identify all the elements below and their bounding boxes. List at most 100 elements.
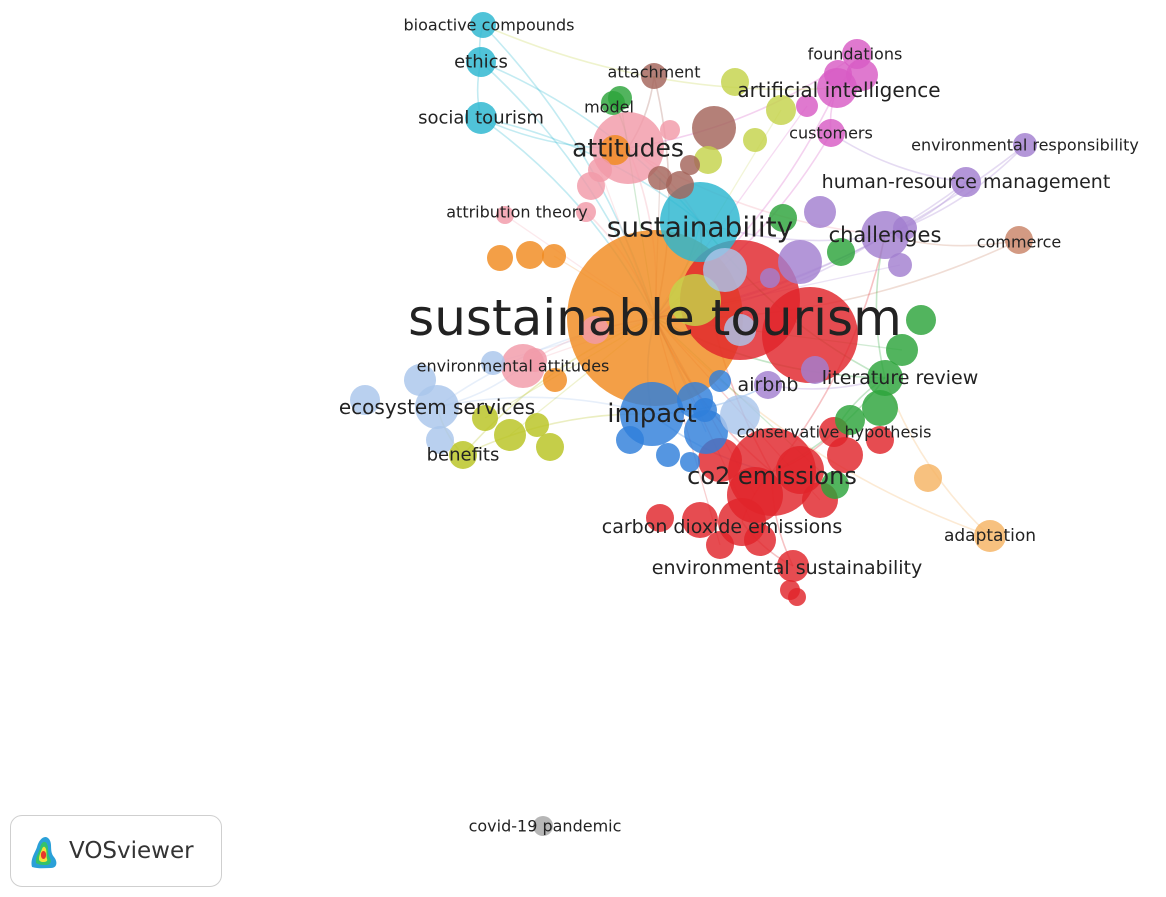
node-cluster-lightblue[interactable] [720,395,760,435]
node-cluster-lime[interactable] [743,128,767,152]
node-cluster-red[interactable] [744,524,776,556]
node-cluster-lime[interactable] [694,146,722,174]
node-cluster-lavender[interactable] [804,196,836,228]
node-cluster-brown[interactable] [666,171,694,199]
node-cluster-orange[interactable] [516,241,544,269]
label-artificial-intelligence: artificial intelligence [737,78,940,102]
label-ecosystem-services: ecosystem services [339,395,535,419]
node-cluster-blue[interactable] [680,452,700,472]
node-cluster-brown[interactable] [680,155,700,175]
node-cluster-lavender[interactable] [801,356,829,384]
node-cluster-blue[interactable] [693,398,717,422]
label-human-resource-management: human-resource management [822,171,1111,193]
node-bioactive-compounds[interactable] [470,12,496,38]
node-cluster-lightblue[interactable] [703,248,747,292]
node-cluster-green[interactable] [906,305,936,335]
node-cluster-green[interactable] [608,86,632,110]
node-cluster-orange[interactable] [600,135,630,165]
node-cluster-lightblue[interactable] [404,364,436,396]
node-environmental-sustainability[interactable] [777,550,809,582]
node-cluster-yellowgreen[interactable] [525,413,549,437]
node-cluster-lightblue[interactable] [724,314,756,346]
node-cluster-lightblue[interactable] [481,351,505,375]
vosviewer-logo: VOSviewer [10,815,222,887]
node-airbnb[interactable] [754,371,782,399]
label-foundations: foundations [808,45,903,64]
node-sustainability[interactable] [660,182,740,262]
node-cluster-orange[interactable] [487,245,513,271]
node-cluster-pink[interactable] [496,206,514,224]
node-cluster-red[interactable] [762,287,858,383]
node-cluster-lavender[interactable] [760,268,780,288]
node-cluster-green[interactable] [886,334,918,366]
node-cluster-blue[interactable] [656,443,680,467]
label-sustainability: sustainability [607,211,793,244]
node-cluster-yellowgreen[interactable] [472,405,498,431]
vosviewer-logo-text: VOSviewer [69,838,194,864]
node-cluster-lavender[interactable] [888,253,912,277]
node-attachment[interactable] [641,63,667,89]
node-cluster-green[interactable] [821,471,849,499]
node-cluster-magenta[interactable] [824,60,852,88]
node-cluster-red[interactable] [788,588,806,606]
node-ecosystem-services[interactable] [415,385,459,429]
node-cluster-green[interactable] [862,390,898,426]
node-cluster-brown[interactable] [692,106,736,150]
node-cluster-yellowgreen[interactable] [494,419,526,451]
label-covid-19-pandemic: covid-19 pandemic [469,817,622,836]
node-cluster-brown[interactable] [648,166,672,190]
node-foundations[interactable] [842,39,872,69]
node-cluster-green[interactable] [835,405,865,435]
node-cluster-pink[interactable] [660,120,680,140]
link-customers-human-resource-management [830,132,967,183]
node-cluster-red[interactable] [682,502,718,538]
node-cluster-green[interactable] [769,204,797,232]
label-attachment: attachment [608,63,701,82]
node-cluster-pink[interactable] [581,316,609,344]
node-cluster-blue[interactable] [684,410,728,454]
node-cluster-lime[interactable] [721,68,749,96]
node-cluster-lavender[interactable] [893,216,917,240]
node-cluster-peach[interactable] [914,464,942,492]
label-social-tourism: social tourism [418,108,544,129]
node-ethics[interactable] [466,47,496,77]
node-commerce[interactable] [1005,226,1033,254]
node-cluster-magenta[interactable] [796,95,818,117]
node-cluster-orange[interactable] [542,244,566,268]
node-adaptation[interactable] [974,520,1006,552]
node-environmental-responsibility[interactable] [1013,133,1037,157]
node-cluster-red[interactable] [646,504,674,532]
node-cluster-lime[interactable] [669,274,721,326]
node-cluster-pink[interactable] [523,348,547,372]
label-environmental-sustainability: environmental sustainability [652,557,922,579]
node-cluster-lime[interactable] [766,95,796,125]
label-environmental-attitudes: environmental attitudes [417,357,610,376]
label-environmental-responsibility: environmental responsibility [911,136,1139,155]
label-impact: impact [607,399,696,429]
node-attribution-theory[interactable] [576,202,596,222]
node-cluster-lightblue[interactable] [426,426,454,454]
node-cluster-lightblue[interactable] [350,385,380,415]
node-cluster-red[interactable] [866,426,894,454]
label-carbon-dioxide-emissions: carbon dioxide emissions [602,516,842,538]
label-customers: customers [789,124,873,143]
node-cluster-red[interactable] [776,446,824,494]
node-cluster-orange[interactable] [543,368,567,392]
node-customers[interactable] [817,119,845,147]
node-human-resource-management[interactable] [951,167,981,197]
node-cluster-red[interactable] [706,531,734,559]
node-cluster-green[interactable] [827,238,855,266]
node-covid-19-pandemic[interactable] [533,816,553,836]
link-literature-review-adaptation [884,377,991,537]
node-literature-review[interactable] [867,360,903,396]
node-benefits[interactable] [449,441,477,469]
node-social-tourism[interactable] [465,102,497,134]
node-cluster-blue[interactable] [709,370,731,392]
node-cluster-lavender[interactable] [778,240,822,284]
node-cluster-pink[interactable] [588,158,612,182]
label-sustainable-tourism: sustainable tourism [408,289,902,347]
label-model: model [584,98,634,117]
node-cluster-yellowgreen[interactable] [536,433,564,461]
node-cluster-blue[interactable] [616,426,644,454]
